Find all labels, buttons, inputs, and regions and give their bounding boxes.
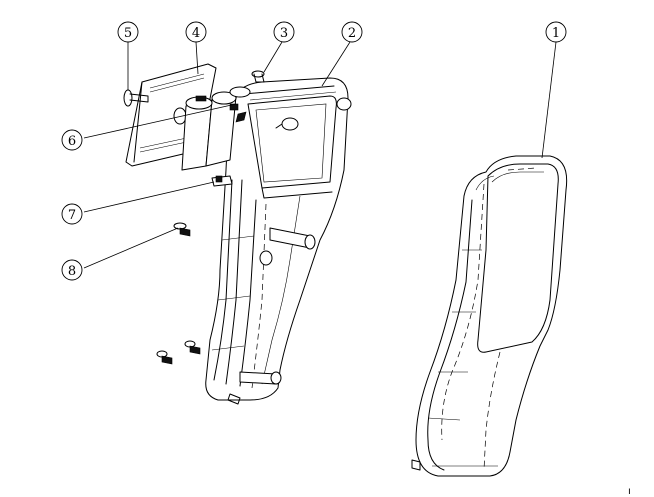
battery-pack [181,86,251,171]
callout-label: 5 [124,26,132,41]
callout-2: 2 [341,21,363,43]
screw [184,340,201,355]
callout-7: 7 [61,203,83,225]
callout-4: 4 [185,21,207,43]
callout-label: 3 [280,26,288,41]
corner-mark: ı [628,486,631,497]
boss [269,227,316,250]
screw [173,222,191,237]
housing-screws [156,222,201,365]
screw [156,350,173,365]
callout-label: 8 [68,264,76,279]
callout-label: 4 [192,26,200,41]
boss [275,117,299,131]
callout-label: 6 [68,134,76,149]
leader-lines [83,41,557,269]
callout-6: 6 [61,129,83,151]
battery-contact [211,175,233,187]
rear-housing [205,77,352,405]
callout-label: 1 [552,26,560,41]
callout-3: 3 [273,21,295,43]
callout-5: 5 [117,21,139,43]
boss [336,97,352,111]
callout-8: 8 [61,259,83,281]
screw-top [251,70,265,83]
boss [259,250,273,266]
front-housing [411,155,568,477]
cover-screw [123,89,149,107]
callout-label: 2 [348,26,356,41]
callout-label: 7 [68,208,76,223]
boss [239,371,282,385]
callout-1: 1 [545,21,567,43]
